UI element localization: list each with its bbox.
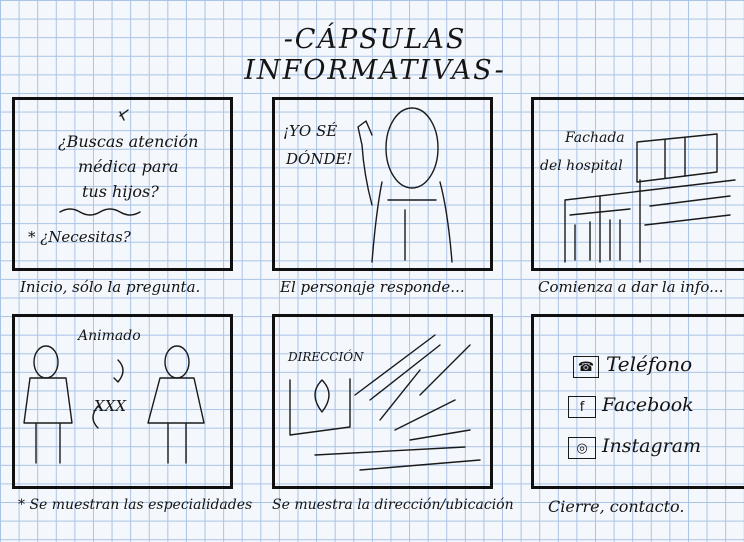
frame-1-text-line-3: tus hijos? — [82, 182, 159, 201]
instagram-icon: ◎ — [568, 437, 596, 459]
frame-6-caption: Cierre, contacto. — [548, 497, 685, 516]
phone-icon: ☎ — [573, 356, 599, 378]
contact-phone-label: Teléfono — [606, 352, 693, 376]
frame-2-speech-line-2: DÓNDE! — [286, 150, 353, 168]
frame-3-label-line-2: del hospital — [540, 158, 623, 174]
frame-4-label: Animado — [78, 328, 141, 344]
contact-instagram-label: Instagram — [602, 435, 702, 457]
frame-1-note: * ¿Necesitas? — [28, 228, 131, 246]
storyboard-frame-5 — [272, 314, 493, 489]
storyboard-frame-1 — [12, 97, 233, 271]
storyboard-frame-2 — [272, 97, 493, 271]
frame-5-caption: Se muestra la dirección/ubicación — [272, 497, 514, 513]
storyboard-frame-3 — [531, 97, 744, 271]
frame-2-caption: El personaje responde... — [280, 278, 465, 296]
frame-1-text-line-2: médica para — [78, 157, 179, 176]
storyboard-frame-6 — [531, 314, 744, 489]
storyboard-frame-4 — [12, 314, 233, 489]
page-title: -CÁPSULAS INFORMATIVAS- — [244, 24, 506, 86]
contact-facebook-label: Facebook — [602, 394, 694, 416]
frame-3-caption: Comienza a dar la info... — [538, 278, 724, 296]
frame-2-speech-line-1: ¡YO SÉ — [283, 122, 338, 140]
facebook-icon: f — [568, 396, 596, 418]
frame-1-text-line-1: ¿Buscas atención — [58, 132, 199, 151]
frame-4-caption: * Se muestran las especialidades — [18, 497, 253, 513]
frame-1-caption: Inicio, sólo la pregunta. — [20, 278, 201, 296]
frame-3-label-line-1: Fachada — [565, 130, 625, 146]
frame-5-label: DIRECCIÓN — [288, 350, 364, 364]
